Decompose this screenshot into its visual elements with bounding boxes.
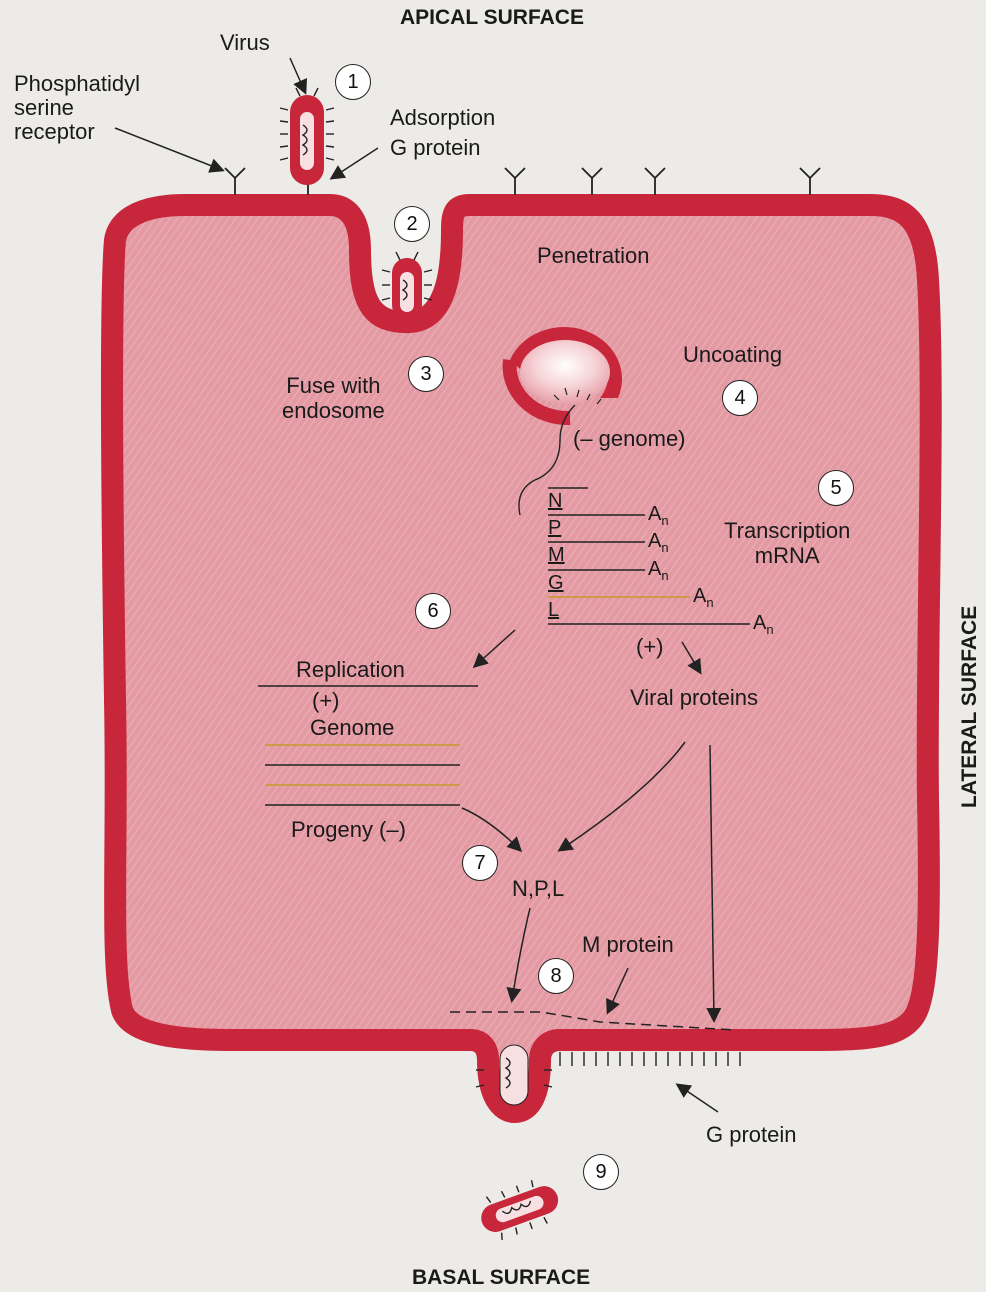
arrow-g-protein-top [332, 148, 378, 178]
cell-membrane [112, 205, 931, 1112]
poly-a-l: An [753, 612, 774, 637]
poly-a-p: An [648, 530, 669, 555]
transcription-label: Transcription mRNA [724, 518, 850, 569]
progeny-label: Progeny (–) [291, 817, 406, 842]
fuse-label: Fuse with endosome [282, 373, 385, 424]
replication-plus-label: (+) [312, 688, 340, 713]
gene-g: G [548, 572, 564, 595]
uncoating-label: Uncoating [683, 342, 782, 367]
npl-label: N,P,L [512, 876, 564, 901]
step-7-badge: 7 [462, 845, 498, 881]
gene-n: N [548, 490, 562, 513]
released-virion [474, 1174, 565, 1245]
step-3-badge: 3 [408, 356, 444, 392]
g-protein-top-label: G protein [390, 135, 481, 160]
lateral-surface-label: LATERAL SURFACE [958, 606, 982, 808]
step-8-badge: 8 [538, 958, 574, 994]
adsorption-label: Adsorption [390, 105, 495, 130]
penetration-label: Penetration [537, 243, 650, 268]
receptor-label: Phosphatidyl serine receptor [14, 72, 140, 143]
arrow-g-protein-bottom [678, 1085, 718, 1112]
step-9-badge: 9 [583, 1154, 619, 1190]
gene-l: L [548, 599, 559, 622]
poly-a-g: An [693, 585, 714, 610]
budding-virion [500, 1045, 528, 1105]
step-4-badge: 4 [722, 380, 758, 416]
g-protein-bottom-label: G protein [706, 1122, 797, 1147]
gene-m: M [548, 544, 565, 567]
virus-label: Virus [220, 30, 270, 55]
step-6-badge: 6 [415, 593, 451, 629]
plus-sign-label: (+) [636, 634, 664, 659]
genome-label: Genome [310, 715, 394, 740]
apical-surface-label: APICAL SURFACE [400, 6, 584, 30]
poly-a-m: An [648, 558, 669, 583]
poly-a-n: An [648, 503, 669, 528]
viral-proteins-label: Viral proteins [630, 685, 758, 710]
replication-label: Replication [296, 657, 405, 682]
basal-surface-label: BASAL SURFACE [412, 1266, 590, 1290]
step-1-badge: 1 [335, 64, 371, 100]
virus-particle-1 [280, 88, 334, 185]
neg-genome-label: (– genome) [573, 426, 686, 451]
step-5-badge: 5 [818, 470, 854, 506]
arrow-virus [290, 58, 305, 92]
step-2-badge: 2 [394, 206, 430, 242]
m-protein-label: M protein [582, 932, 674, 957]
gene-p: P [548, 517, 561, 540]
